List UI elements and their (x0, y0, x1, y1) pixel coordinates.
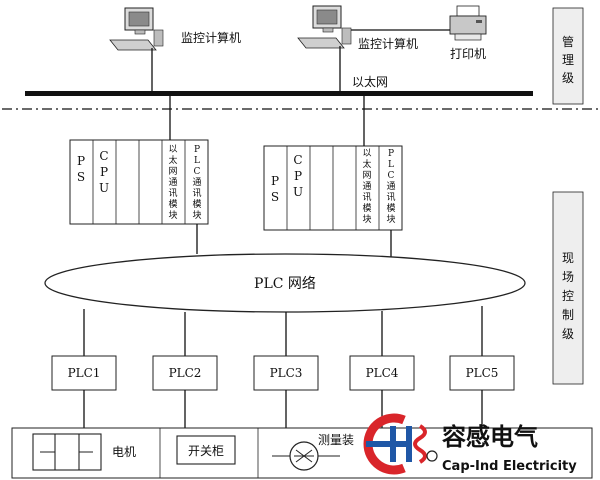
vertical-char: 管 (562, 34, 574, 49)
vertical-char: 现 (562, 251, 574, 265)
vertical-char: S (77, 170, 85, 184)
vertical-char: C (194, 167, 201, 177)
vertical-char: 控 (562, 289, 574, 303)
field-level-label: 现场控制级 (562, 251, 574, 341)
monitor-computer-1: 监控计算机 (109, 7, 241, 51)
vertical-char: 通 (386, 181, 395, 192)
plc-network: PLC 网络 (44, 253, 526, 313)
vertical-char: S (271, 190, 279, 204)
vertical-char: P (271, 174, 279, 188)
plc-box: PLC1 (51, 355, 117, 391)
vertical-char: 太 (362, 158, 371, 170)
monitor-computer-2: 监控计算机 (297, 5, 418, 51)
vertical-char: 讯 (362, 192, 371, 203)
plc-network-label: PLC 网络 (254, 276, 316, 292)
vertical-char: 级 (562, 327, 574, 341)
rack1-eth-module-label: 以太网通讯模块 (168, 145, 177, 221)
vertical-char: 理 (562, 53, 574, 67)
switch-cabinet-label: 开关柜 (188, 444, 224, 458)
vertical-char: 模 (362, 203, 371, 214)
vertical-char: L (194, 156, 200, 166)
vertical-char: 通 (168, 177, 177, 188)
management-level-box: 管理级 (552, 7, 584, 105)
plc-box: PLC3 (253, 355, 319, 391)
printer-icon (449, 5, 487, 41)
management-level-label: 管理级 (562, 34, 574, 85)
brand-logo-icon (363, 413, 438, 475)
vertical-char: 以 (168, 145, 177, 155)
vertical-char: 块 (386, 213, 395, 225)
device-panel: 电机 开关柜 测量装 (11, 427, 593, 479)
brand-name-en: Cap-Ind Electricity (442, 459, 577, 474)
gauge-icon (272, 441, 340, 471)
vertical-char: 块 (192, 209, 201, 221)
vertical-char: P (100, 165, 108, 179)
vertical-char: 讯 (386, 192, 395, 203)
vertical-char: L (388, 160, 394, 170)
vertical-char: 场 (562, 270, 574, 284)
vertical-char: 讯 (192, 188, 201, 199)
vertical-char: U (99, 181, 109, 195)
printer-label: 打印机 (450, 47, 486, 61)
motor-icon (32, 433, 102, 471)
vertical-char: 块 (168, 209, 177, 221)
computer-icon (109, 7, 164, 51)
vertical-char: 模 (386, 203, 395, 214)
vertical-char: 网 (362, 170, 371, 181)
vertical-char: U (293, 185, 303, 199)
switch-cabinet-icon (176, 435, 236, 465)
vertical-char: 以 (362, 149, 371, 159)
vertical-char: 模 (192, 199, 201, 210)
plc-label: PLC5 (466, 366, 499, 380)
vertical-char: 通 (192, 177, 201, 188)
monitor-computer-2-label: 监控计算机 (358, 36, 418, 51)
brand-watermark: 容感电气 Cap-Ind Electricity (363, 413, 577, 475)
vertical-char: C (293, 153, 302, 167)
vertical-char: 块 (362, 213, 371, 225)
printer: 打印机 (449, 5, 487, 61)
plc-box: PLC2 (152, 355, 218, 391)
ethernet-bus (25, 91, 533, 96)
vertical-char: C (388, 171, 395, 181)
plc-label: PLC2 (169, 366, 202, 380)
field-level-box: 现场控制级 (552, 191, 584, 385)
ethernet-label: 以太网 (352, 74, 388, 89)
monitor-computer-1-label: 监控计算机 (181, 30, 241, 45)
vertical-char: P (294, 169, 302, 183)
vertical-char: 网 (168, 166, 177, 177)
vertical-char: P (194, 145, 200, 155)
vertical-char: P (77, 154, 85, 168)
brand-name-zh: 容感电气 (442, 423, 538, 451)
vertical-char: P (388, 149, 394, 159)
measurement-label: 测量装 (318, 433, 354, 447)
plc-label: PLC4 (366, 366, 399, 380)
plc-box: PLC5 (449, 355, 515, 391)
vertical-char: 模 (168, 199, 177, 210)
computer-icon (297, 5, 352, 49)
plc-label: PLC3 (270, 366, 303, 380)
plc-box: PLC4 (349, 355, 415, 391)
vertical-char: 通 (362, 181, 371, 192)
vertical-char: 制 (562, 308, 574, 322)
vertical-char: C (99, 149, 108, 163)
plc-label: PLC1 (68, 366, 101, 380)
motor-label: 电机 (112, 445, 136, 459)
vertical-char: 级 (562, 71, 574, 85)
plc-row: PLC1 PLC2 PLC3 PLC4 PLC5 (51, 306, 515, 428)
vertical-char: 太 (168, 154, 177, 166)
rack2-eth-module-label: 以太网通讯模块 (362, 149, 371, 225)
vertical-char: 讯 (168, 188, 177, 199)
